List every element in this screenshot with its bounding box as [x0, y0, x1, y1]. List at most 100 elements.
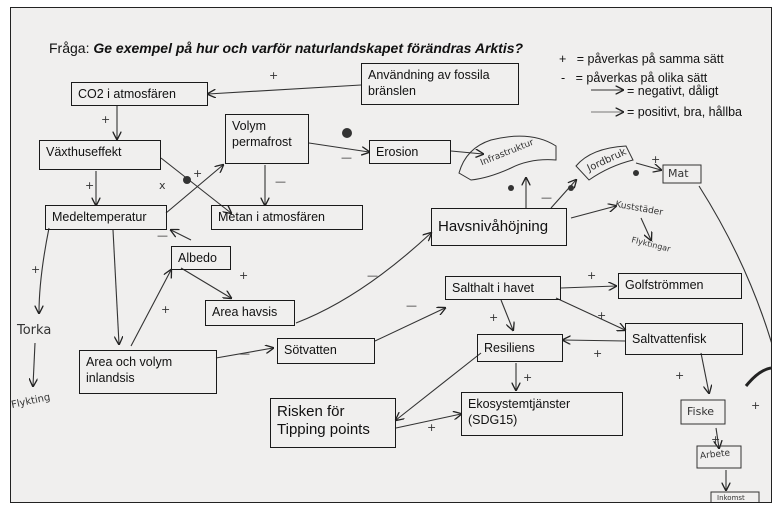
sign-plus: + — [239, 269, 249, 282]
hw-fiske: Fiske — [687, 405, 715, 418]
sign-plus: + — [193, 167, 203, 180]
node-medeltemp: Medeltemperatur — [45, 205, 167, 230]
connector-layer — [11, 84, 771, 502]
sign-plus: + — [489, 311, 499, 324]
arrow-resiliens-tipping — [396, 352, 482, 420]
node-vaxthus: Växthuseffekt — [39, 140, 161, 170]
legend-plus-symbol: + — [559, 52, 567, 66]
arrow-salthalt-resiliens — [500, 299, 513, 330]
paper-sheet: Fråga: Ge exempel på hur och varför natu… — [10, 7, 772, 503]
node-ekosystem: Ekosystemtjänster (SDG15) — [461, 392, 623, 436]
arrow-sotvatten-salthalt — [374, 308, 445, 342]
sign-plus: + — [31, 263, 41, 276]
sign-plus: + — [101, 113, 111, 126]
node-sotvatten: Sötvatten — [277, 338, 375, 364]
node-golf: Golfströmmen — [618, 273, 742, 299]
arrow-vaxthus-metan — [160, 157, 231, 213]
node-fossil: Användning av fossila bränslen — [361, 63, 519, 105]
arrow-jord-mat — [635, 162, 661, 170]
node-areahavsis: Area havsis — [205, 300, 295, 326]
arrow-inlandsis-albedo — [130, 270, 171, 347]
arrow-salthalt-golf — [560, 286, 616, 288]
ink-blot-3 — [508, 185, 514, 191]
arrow-medeltemp-volym — [165, 165, 223, 214]
question-title: Fråga: Ge exempel på hur och varför natu… — [49, 40, 523, 56]
arrow-medeltemp-torka — [39, 227, 50, 313]
sign-plus: + — [523, 371, 533, 384]
arrow-kust-flyktingar — [640, 217, 651, 240]
arrow-tipping-ekosystem — [395, 414, 461, 429]
ink-scribble — [744, 366, 771, 387]
ink-blot-5 — [633, 170, 639, 176]
arrow-albedo-areahavsis — [180, 267, 231, 298]
infra-outline — [458, 135, 557, 181]
arrow-erosion-infra — [450, 151, 483, 154]
ink-blot-2 — [183, 176, 191, 184]
node-albedo: Albedo — [171, 246, 231, 270]
sign-cross: x — [159, 179, 166, 192]
sign-minus: — — [157, 229, 168, 242]
sign-plus: + — [593, 347, 603, 360]
sign-plus: + — [711, 433, 721, 446]
mat-outline — [662, 164, 702, 184]
sign-plus: + — [161, 303, 171, 316]
hw-mat: Mat — [668, 167, 689, 180]
sign-plus: + — [651, 153, 661, 166]
arrow-saltfisk-fiske — [700, 352, 709, 393]
arrow-havsniva-kust — [570, 206, 616, 219]
arrow-volym-erosion — [308, 142, 369, 152]
sign-plus: + — [85, 179, 95, 192]
node-tipping: Risken för Tipping points — [270, 398, 396, 448]
sign-minus: — — [239, 347, 250, 360]
node-co2: CO2 i atmosfären — [71, 82, 208, 106]
arrow-havsniva-jord — [550, 180, 576, 209]
arrow-inlandsis-sotvatten — [215, 348, 273, 359]
arrow-torka-flykt — [33, 342, 35, 386]
node-salthalt: Salthalt i havet — [445, 276, 561, 300]
sign-plus: + — [269, 69, 279, 82]
arbete-outline — [696, 445, 742, 469]
sign-minus: — — [406, 299, 417, 312]
legend-positive: = positivt, bra, hållba — [627, 105, 742, 119]
sign-minus: — — [275, 175, 286, 188]
node-volym: Volym permafrost — [225, 114, 309, 164]
node-saltfisk: Saltvattenfisk — [625, 323, 743, 355]
node-resiliens: Resiliens — [477, 334, 563, 362]
node-erosion: Erosion — [369, 140, 451, 164]
arrow-saltfisk-resiliens — [563, 340, 626, 341]
legend-minus-symbol: - — [561, 71, 566, 85]
arrow-salthalt-saltfisk — [555, 297, 625, 330]
title-prefix: Fråga: — [49, 40, 90, 56]
bottom-outline — [710, 491, 760, 502]
sign-plus: + — [597, 309, 607, 322]
node-inlandsis: Area och volym inlandsis — [79, 350, 217, 394]
sign-minus: — — [341, 151, 352, 164]
hw-bottom: Inkomst — [717, 494, 745, 502]
legend-minus: - = påverkas på olika sätt — [561, 71, 707, 85]
arrow-areahavsis-havsniva — [295, 233, 431, 324]
legend-positive-text: = positivt, bra, hållba — [627, 105, 742, 119]
jord-outline — [575, 145, 634, 181]
legend-negative-text: = negativt, dåligt — [627, 84, 719, 98]
sign-plus: + — [427, 421, 437, 434]
sign-plus: + — [675, 369, 685, 382]
arrow-mat-fiske — [698, 185, 771, 343]
ink-blot-1 — [342, 128, 352, 138]
sign-minus: — — [367, 269, 378, 282]
hw-torka: Torka — [17, 323, 52, 338]
ink-blot-4 — [568, 185, 574, 191]
arrow-medeltemp-inlandsis — [112, 229, 119, 344]
sign-plus: + — [587, 269, 597, 282]
sign-plus: + — [751, 399, 761, 412]
arrow-fiske-arbete — [716, 427, 719, 448]
legend-plus-text: = påverkas på samma sätt — [576, 52, 724, 66]
arrow-fossil-co2 — [208, 84, 362, 94]
legend-minus-text: = påverkas på olika sätt — [575, 71, 708, 85]
legend-negative: = negativt, dåligt — [627, 84, 718, 98]
fiske-outline — [680, 399, 726, 425]
node-havsniva: Havsnivåhöjning — [431, 208, 567, 246]
sign-minus: — — [541, 191, 552, 204]
arrow-albedo-medeltemp — [171, 230, 192, 241]
legend-plus: + = påverkas på samma sätt — [559, 52, 724, 66]
